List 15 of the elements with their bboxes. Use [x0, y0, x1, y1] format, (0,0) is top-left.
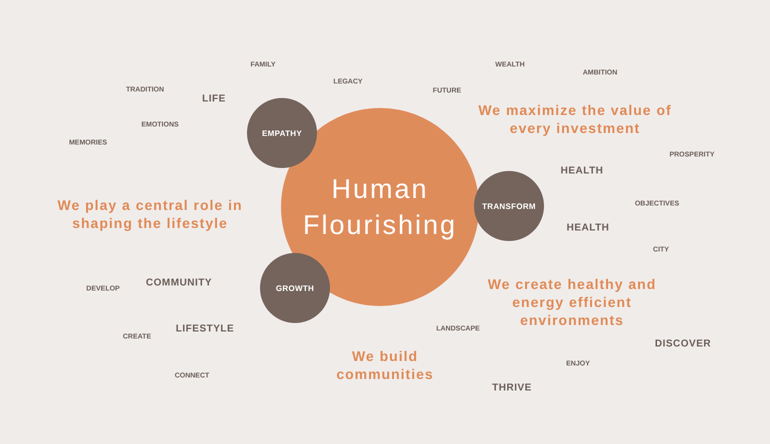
- keyword-text: DISCOVER: [654, 338, 712, 350]
- keyword-text: COMMUNITY: [146, 278, 212, 288]
- keyword-text: HEALTH: [560, 166, 604, 176]
- tagline-text: We maximize the value of every investment: [477, 101, 673, 137]
- keyword-text: LIFE: [202, 94, 226, 104]
- circle-title: Human Flourishing: [302, 173, 458, 242]
- tagline-text: We build communities: [335, 347, 435, 383]
- circle-label: TRANSFORM: [482, 202, 536, 210]
- circle-label: EMPATHY: [262, 128, 302, 138]
- tagline-text: We play a central role in shaping the lifestyle: [56, 196, 244, 232]
- keyword-text: LIFESTYLE: [176, 324, 234, 334]
- circle-label: GROWTH: [276, 284, 314, 292]
- keyword-text: THRIVE: [492, 382, 532, 394]
- keyword-text: HEALTH: [566, 222, 610, 234]
- tagline-text: We create healthy and energy efficient environments: [486, 275, 658, 329]
